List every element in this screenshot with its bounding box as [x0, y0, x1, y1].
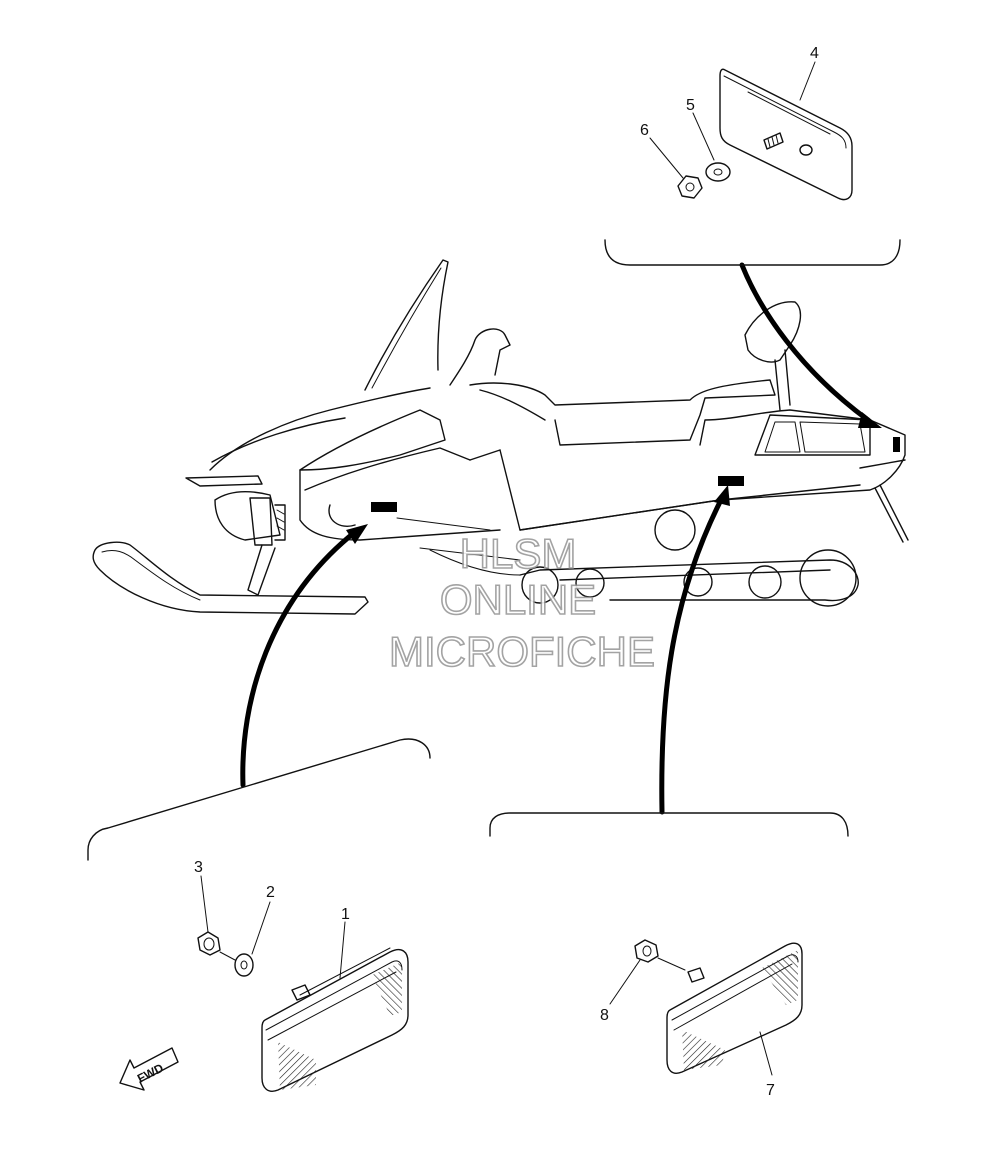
detail-side-reflector — [634, 939, 803, 1074]
callout-8: 8 — [600, 1007, 609, 1024]
forward-direction-arrow: FWD — [119, 1047, 179, 1091]
callout-6: 6 — [640, 122, 649, 139]
callout-leaders — [200, 61, 816, 1076]
watermark-line-2: ONLINE — [440, 576, 596, 623]
reflector-location-marker-side — [718, 476, 744, 486]
watermark: HLSM ONLINE MICROFICHE — [388, 529, 656, 676]
callout-2: 2 — [266, 884, 275, 901]
leader-arrows — [240, 262, 882, 815]
callout-7: 7 — [766, 1082, 775, 1099]
watermark-line-1: HLSM — [460, 530, 577, 577]
detail-plate-assembly — [677, 68, 853, 201]
snowmobile-illustration — [92, 259, 909, 615]
callout-5: 5 — [686, 97, 695, 114]
callout-3: 3 — [194, 859, 203, 876]
callout-4: 4 — [810, 45, 819, 62]
detail-brackets — [87, 239, 901, 861]
watermark-line-3: MICROFICHE — [389, 628, 655, 675]
plate-location-marker-rear — [893, 437, 900, 452]
detail-front-reflector — [197, 931, 409, 1092]
reflector-location-marker-front — [371, 502, 397, 512]
callout-numbers: 1 2 3 4 5 6 7 8 — [194, 45, 819, 1099]
callout-1: 1 — [341, 906, 350, 923]
